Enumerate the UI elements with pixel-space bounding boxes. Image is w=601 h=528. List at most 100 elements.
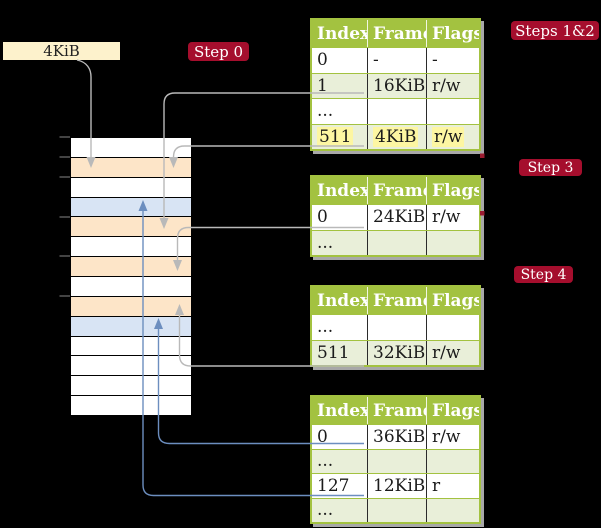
cell-text: r/w [432, 207, 461, 228]
table-cell: r/w [426, 124, 479, 149]
column-header-flags: Flags [426, 20, 479, 47]
table-cell: r/w [426, 340, 479, 365]
cell-text: ... [317, 451, 334, 472]
page-table-steps-1-2: IndexFrameFlags 0 - - 1 16KiB r/w... 511 4KiB r/w [310, 18, 481, 151]
cell-text: 511 [317, 126, 354, 147]
table-cell [426, 449, 479, 473]
column-header-frame: Frame [367, 20, 426, 47]
table-cell: - [426, 48, 479, 73]
cell-text: ... [317, 232, 334, 253]
memory-row-14-white [71, 396, 191, 416]
cell-text: - [373, 50, 379, 71]
memory-stack [70, 137, 192, 417]
cell-text: 1 [317, 75, 328, 96]
column-header-frame: Frame [367, 177, 426, 204]
memory-row-12-white [71, 356, 191, 377]
table-cell: 12KiB [367, 474, 426, 498]
table-cell: 16KiB [367, 73, 426, 98]
table-cell: 0 [312, 48, 367, 73]
cell-text: ... [317, 101, 334, 122]
table-cell [426, 230, 479, 255]
table-cell: r/w [426, 73, 479, 98]
column-header-index: Index [317, 180, 367, 201]
cell-text: 0 [317, 426, 328, 447]
cell-text: r/w [432, 126, 465, 147]
table-cell: ... [312, 315, 367, 340]
table-row: 511 4KiB r/w [312, 123, 479, 150]
cell-text: ... [317, 500, 334, 521]
column-header-frame: Frame [367, 397, 426, 424]
table-cell: 0 [312, 425, 367, 449]
table-cell: ... [312, 499, 367, 523]
red-dash-1 [480, 153, 485, 158]
step-3-badge: Step 3 [519, 159, 582, 176]
table-cell [367, 449, 426, 473]
memory-row-9-orange [71, 296, 191, 317]
cell-text: 32KiB [373, 342, 426, 363]
cell-text: 0 [317, 50, 328, 71]
table-header-row: IndexFrameFlags [312, 287, 479, 314]
cell-text: 12KiB [373, 475, 426, 496]
cell-text: ... [317, 317, 334, 338]
page-table-step-3: IndexFrameFlags024KiBr/w... [310, 175, 481, 257]
table-row: 0 36KiB r/w [312, 424, 479, 449]
column-header-index: Index [317, 290, 367, 311]
page-table-step-4-lower: IndexFrameFlags036KiBr/w...12712KiBr... [310, 395, 481, 524]
table-cell [367, 230, 426, 255]
cell-text: 24KiB [373, 207, 426, 228]
column-header-index: Index [317, 23, 367, 44]
table-row: ... [312, 314, 479, 340]
table-row: ... [312, 497, 479, 523]
table-cell: r/w [426, 425, 479, 449]
table-row: ... [312, 98, 479, 124]
cell-text: r/w [432, 75, 461, 96]
table-cell [426, 498, 479, 522]
cell-text: 16KiB [373, 75, 426, 96]
table-cell: 24KiB [367, 205, 426, 230]
steps-1-2-badge: Steps 1&2 [511, 21, 599, 40]
memory-row-11-white [71, 336, 191, 357]
column-header-frame: Frame [367, 287, 426, 314]
table-header-row: IndexFrameFlags [312, 20, 479, 47]
column-header-flags: Flags [426, 397, 479, 424]
memory-row-8-white [71, 277, 191, 297]
table-cell: 1 [312, 74, 367, 99]
column-header-flags: Flags [426, 287, 479, 314]
table-cell: 511 [312, 341, 367, 366]
table-cell: 36KiB [367, 425, 426, 449]
table-cell: 511 [312, 125, 367, 150]
memory-row-4-blue [71, 197, 191, 218]
memory-row-1-white [71, 138, 191, 158]
memory-row-5-orange [71, 217, 191, 238]
memory-row-2-orange [71, 157, 191, 178]
cell-text: 36KiB [373, 426, 426, 447]
table-cell: ... [312, 99, 367, 124]
table-cell: ... [312, 450, 367, 474]
column-header-index: Index [317, 400, 367, 421]
cell-text: r/w [432, 426, 461, 447]
cell-text: 127 [317, 475, 350, 496]
table-row: ... [312, 229, 479, 256]
table-cell [367, 498, 426, 522]
table-cell: 127 [312, 474, 367, 498]
table-row: ... [312, 448, 479, 474]
table-header-row: IndexFrameFlags [312, 397, 479, 424]
table-cell: ... [312, 231, 367, 256]
step-0-badge: Step 0 [188, 42, 249, 61]
column-header-flags: Flags [426, 177, 479, 204]
cell-text: 511 [317, 342, 350, 363]
memory-row-13-white [71, 376, 191, 397]
table-cell: - [367, 48, 426, 73]
table-cell [426, 99, 479, 124]
memory-row-10-blue [71, 316, 191, 337]
table-row: 1 16KiB r/w [312, 72, 479, 99]
table-cell [426, 315, 479, 340]
page-size-label: 4KiB [43, 42, 80, 60]
table-row: 0 - - [312, 47, 479, 73]
table-cell: 4KiB [367, 124, 426, 149]
page-size-box: 4KiB [3, 42, 120, 60]
step-4-badge: Step 4 [514, 266, 573, 283]
